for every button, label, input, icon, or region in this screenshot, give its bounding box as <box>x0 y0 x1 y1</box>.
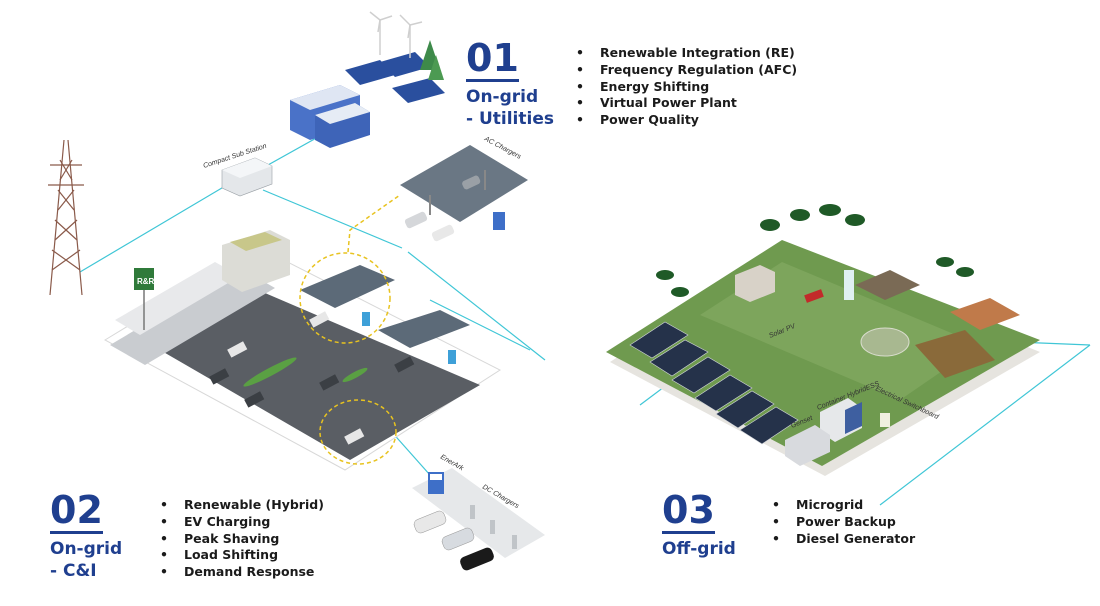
section-02-bullet: Load Shifting <box>158 547 324 564</box>
section-03-bullet: Diesel Generator <box>770 531 915 548</box>
transmission-tower <box>48 139 84 296</box>
section-02-bullet: Peak Shaving <box>158 531 324 548</box>
section-01-title-line1: On-grid <box>466 87 539 107</box>
section-03-title-line1: Off-grid <box>662 539 736 559</box>
section-01-heading: 01 On-grid - Utilities <box>466 38 554 130</box>
section-03-bullet: Power Backup <box>770 514 915 531</box>
highlight-circles <box>299 194 401 465</box>
ci-site: R&R <box>103 230 502 471</box>
section-03-number: 03 <box>662 488 715 534</box>
section-02-bullets: Renewable (Hybrid) EV Charging Peak Shav… <box>158 497 324 581</box>
utility-site <box>290 11 445 148</box>
section-01-bullet: Frequency Regulation (AFC) <box>574 62 797 79</box>
section-02-title-line2: - C&I <box>50 561 97 581</box>
ac-charger-station: AC Chargers <box>400 135 528 242</box>
section-02-number: 02 <box>50 488 103 534</box>
section-01-number: 01 <box>466 36 519 82</box>
section-01-bullets: Renewable Integration (RE) Frequency Reg… <box>574 45 797 129</box>
dc-charger-station: EnerArk DC Chargers <box>412 454 545 571</box>
rr-sign-label: R&R <box>137 277 155 286</box>
section-03-heading: 03 Off-grid <box>662 490 736 560</box>
compact-substation: Compact Sub Station <box>202 143 273 197</box>
section-02-bullet: EV Charging <box>158 514 324 531</box>
section-02-bullet: Demand Response <box>158 564 324 581</box>
section-02-title-line1: On-grid <box>50 539 123 559</box>
section-01-title-line2: - Utilities <box>466 109 554 129</box>
section-03-bullets: Microgrid Power Backup Diesel Generator <box>770 497 915 547</box>
section-01-bullet: Renewable Integration (RE) <box>574 45 797 62</box>
section-01-bullet: Power Quality <box>574 112 797 129</box>
section-03-bullet: Microgrid <box>770 497 915 514</box>
section-02-heading: 02 On-grid - C&I <box>50 490 122 582</box>
offgrid-site: Solar PV Genset Container HybridESS Elec… <box>606 204 1040 476</box>
section-02-bullet: Renewable (Hybrid) <box>158 497 324 514</box>
section-01-bullet: Energy Shifting <box>574 79 797 96</box>
section-01-bullet: Virtual Power Plant <box>574 95 797 112</box>
